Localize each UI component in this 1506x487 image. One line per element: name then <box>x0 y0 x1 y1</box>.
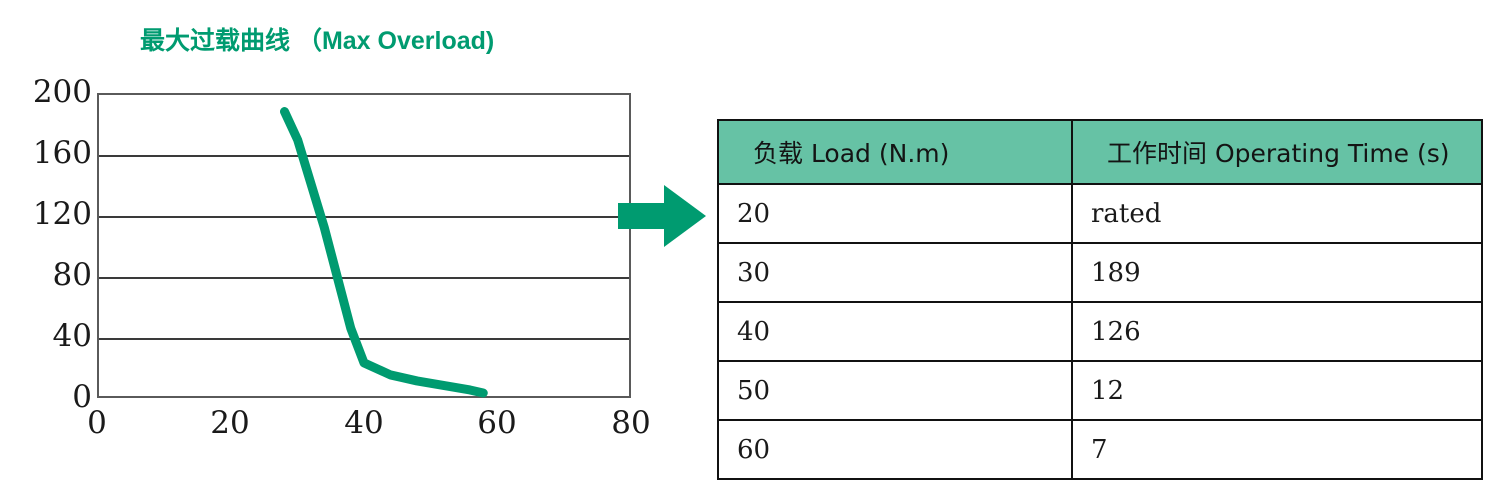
y-tick-40: 40 <box>52 318 92 354</box>
column-header-operating-time: 工作时间 Operating Time (s) <box>1071 119 1483 185</box>
cell-operating-time: 189 <box>1071 242 1483 303</box>
y-tick-120: 120 <box>32 196 92 232</box>
cell-operating-time: rated <box>1071 183 1483 244</box>
table-header-row: 负载 Load (N.m) 工作时间 Operating Time (s) <box>717 119 1483 185</box>
y-tick-160: 160 <box>32 135 92 171</box>
gridline-80 <box>99 277 629 279</box>
cell-operating-time: 7 <box>1071 419 1483 480</box>
plot-area <box>97 93 631 398</box>
cell-load: 50 <box>717 360 1073 421</box>
cell-load: 60 <box>717 419 1073 480</box>
column-header-load: 负载 Load (N.m) <box>717 119 1073 185</box>
cell-load: 40 <box>717 301 1073 362</box>
cell-load: 30 <box>717 242 1073 303</box>
x-tick-80: 80 <box>611 405 651 441</box>
overload-spec-table: 负载 Load (N.m) 工作时间 Operating Time (s) 20… <box>717 119 1483 480</box>
cell-operating-time: 12 <box>1071 360 1483 421</box>
gridline-160 <box>99 155 629 157</box>
x-tick-40: 40 <box>344 405 384 441</box>
x-tick-20: 20 <box>210 405 250 441</box>
x-axis-labels: 0 20 40 60 80 <box>87 405 651 452</box>
gridline-120 <box>99 216 629 218</box>
y-tick-200: 200 <box>32 74 92 110</box>
arrow-right-icon <box>618 185 706 247</box>
cell-load: 20 <box>717 183 1073 244</box>
y-axis-labels: 200 160 120 80 40 0 <box>0 77 92 413</box>
y-tick-0: 0 <box>72 379 92 415</box>
overload-curve <box>280 107 488 398</box>
x-tick-0: 0 <box>87 405 107 441</box>
gridline-40 <box>99 338 629 340</box>
cell-operating-time: 126 <box>1071 301 1483 362</box>
chart-panel: 最大过载曲线 （Max Overload) 200 160 120 80 40 … <box>0 0 700 487</box>
y-tick-80: 80 <box>52 257 92 293</box>
chart-title: 最大过载曲线 （Max Overload) <box>140 27 495 55</box>
x-tick-60: 60 <box>477 405 517 441</box>
